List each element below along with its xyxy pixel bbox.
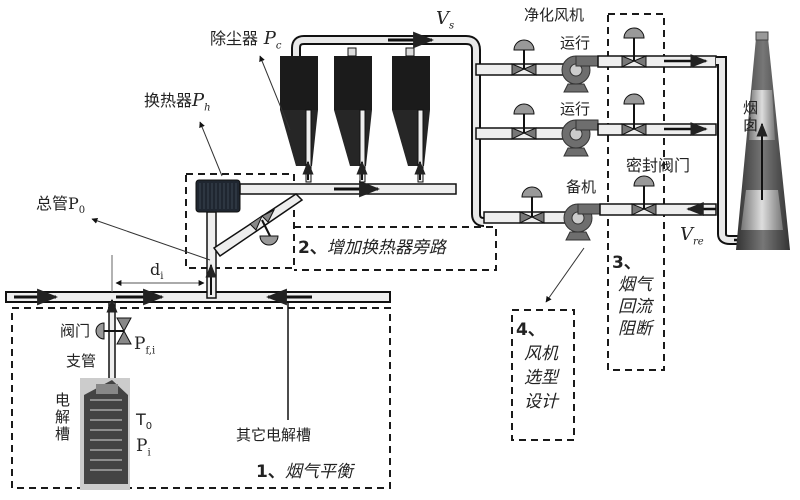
dust-collector-leader	[259, 55, 291, 131]
velocity-s-label: Vs	[436, 8, 455, 32]
dust-collectors	[280, 47, 430, 183]
other-cells-label: 其它电解槽	[236, 426, 312, 444]
main-pipe-label: 总管P0	[36, 194, 86, 217]
branch-pipe-label: 支管	[66, 352, 97, 370]
box-1-title: 1、烟气平衡	[256, 462, 353, 482]
box-2-title: 2、增加换热器旁路	[298, 238, 446, 258]
box-2-heat-bypass-region	[185, 173, 295, 269]
seal-valve-label: 密封阀门	[626, 156, 691, 175]
dust-collector-2	[334, 56, 372, 183]
heat-exchanger-icon	[195, 179, 241, 213]
electrolytic-cell-icon	[80, 378, 130, 490]
heat-exchanger-label: 换热器Ph	[144, 90, 211, 114]
velocity-re-label: Vre	[680, 224, 704, 248]
fan-3-icon	[563, 203, 601, 241]
box-4-title: 4、风机选型设计	[516, 320, 558, 412]
dust-collector-1	[280, 56, 318, 183]
main-header-pipe	[5, 288, 391, 306]
dust-collector-3	[392, 56, 430, 183]
branch-pressure-label: Pf,i	[134, 334, 156, 357]
fan-branches	[475, 63, 577, 224]
main-pipe-leader	[91, 217, 211, 261]
dust-collector-label: 除尘器 Pc	[210, 28, 282, 52]
valve-label: 阀门	[60, 322, 91, 340]
temperature-label: T0	[136, 410, 153, 433]
fan-3-status: 备机	[566, 178, 597, 196]
electrolytic-cell-label: 电解槽	[53, 392, 71, 443]
cell-pressure-label: Pi	[136, 436, 151, 459]
fans	[561, 55, 601, 241]
branch-pipe	[108, 301, 116, 383]
fan-2-icon	[561, 119, 599, 157]
box-3-title: 3、烟气回流阻断	[612, 253, 652, 339]
chimney-label: 烟囱	[741, 100, 759, 134]
prefan-valves	[511, 39, 545, 224]
bypass-valve-icon	[259, 235, 279, 246]
bypass-pipe	[212, 193, 304, 258]
seal-valve-1-icon	[621, 27, 647, 68]
prefan-valve-3-icon	[519, 186, 545, 224]
heat-exchanger-leader	[199, 121, 223, 177]
box-2-label-frame	[294, 226, 497, 271]
box-4-fan-selection	[511, 309, 575, 441]
prefan-valve-1-icon	[511, 39, 537, 76]
branch-valve-icon	[95, 317, 132, 345]
chimney-icon	[736, 31, 790, 250]
box-3-backflow-block	[607, 13, 665, 371]
seal-valves	[621, 27, 657, 216]
fan-1-status: 运行	[560, 34, 591, 52]
purify-fan-label: 净化风机	[524, 6, 585, 24]
fan-1-icon	[561, 55, 599, 93]
seal-valve-3-icon	[631, 175, 657, 216]
fan-selection-leader	[545, 247, 585, 303]
fan-2-status: 运行	[560, 100, 591, 118]
box-1-flue-balance	[11, 307, 391, 489]
distance-label: di	[150, 260, 164, 283]
seal-valve-2-icon	[621, 93, 647, 136]
prefan-valve-2-icon	[511, 103, 537, 140]
